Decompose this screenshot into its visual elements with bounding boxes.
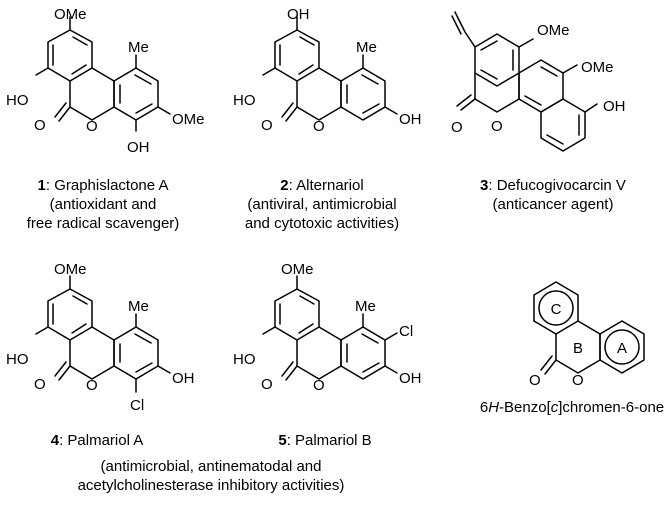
compound-1-atom-ome-top: OMe xyxy=(54,6,87,23)
compound-2-atom-oh-right: OH xyxy=(399,111,422,128)
scaffold-atom-ring-o: O xyxy=(572,372,584,389)
compound-3-atom-ome-1: OMe xyxy=(537,22,570,39)
compound-2-atom-ring-o: O xyxy=(313,118,325,135)
compound-4-atom-me: Me xyxy=(128,298,149,315)
compound-2-desc-line-1: (antiviral, antimicrobial xyxy=(247,196,396,213)
compound-1-atom-ho: HO xyxy=(6,92,29,109)
compound-5-atom-oh: OH xyxy=(399,370,422,387)
compound-2-atom-me: Me xyxy=(356,39,377,56)
compound-2-atom-ho: HO xyxy=(233,92,256,109)
compound-1-desc-line-2: free radical scavenger) xyxy=(27,215,180,232)
compound-4-atom-ring-o: O xyxy=(86,377,98,394)
scaffold-structure xyxy=(533,281,645,375)
scaffold-name: 6H-Benzo[c]chromen-6-one xyxy=(480,399,664,416)
compound-4-structure xyxy=(35,275,171,393)
compound-3-caption: 3: Defucogivocarcin V xyxy=(480,177,626,194)
compound-3-atom-ring-o: O xyxy=(491,118,503,135)
compound-2-atom-oh-top: OH xyxy=(287,6,310,23)
compound-1-caption: 1: Graphislactone A xyxy=(38,177,169,194)
compound-1-atom-ring-o: O xyxy=(86,118,98,135)
compound-3-atom-carbonyl-o: O xyxy=(451,119,463,136)
compound-2-structure xyxy=(262,16,398,122)
compound-4-atom-ome-top: OMe xyxy=(54,261,87,278)
compound-5-atom-ome-top: OMe xyxy=(281,261,314,278)
compound-5-atom-cl: Cl xyxy=(399,323,413,340)
compound-1-desc-line-1: (antioxidant and xyxy=(50,196,157,213)
compound-1-atom-oh: OH xyxy=(127,139,150,156)
scaffold-atom-carbonyl-o: O xyxy=(529,372,541,389)
compound-5-atom-ring-o: O xyxy=(313,377,325,394)
shared-desc-line-1: (antimicrobial, antinematodal and xyxy=(101,458,322,475)
compound-3-atom-oh: OH xyxy=(603,98,626,115)
compound-5-atom-ho: HO xyxy=(233,351,256,368)
compound-5-atom-carbonyl-o: O xyxy=(261,376,273,393)
scaffold-ring-a-label: A xyxy=(617,340,627,357)
compound-4-atom-carbonyl-o: O xyxy=(34,376,46,393)
shared-desc-line-2: acetylcholinesterase inhibitory activiti… xyxy=(78,477,345,494)
compound-2-atom-carbonyl-o: O xyxy=(261,117,273,134)
compound-4-caption: 4: Palmariol A xyxy=(51,432,144,449)
compound-1-atom-me: Me xyxy=(128,39,149,56)
compound-2-caption: 2: Alternariol xyxy=(280,177,363,194)
compound-5-structure xyxy=(262,275,398,381)
compound-1-structure xyxy=(35,16,171,132)
scaffold-ring-c-label: C xyxy=(551,301,562,318)
compound-1-atom-ome-right: OMe xyxy=(172,111,205,128)
compound-5-atom-me: Me xyxy=(355,298,376,315)
compound-4-atom-ho: HO xyxy=(6,351,29,368)
compound-3-desc-line-1: (anticancer agent) xyxy=(493,196,614,213)
compound-1-atom-carbonyl-o: O xyxy=(34,117,46,134)
compound-4-atom-oh: OH xyxy=(172,370,195,387)
compound-3-atom-ome-2: OMe xyxy=(581,59,614,76)
compound-3-structure xyxy=(451,11,598,152)
compound-5-caption: 5: Palmariol B xyxy=(278,432,371,449)
compound-2-desc-line-2: and cytotoxic activities) xyxy=(245,215,399,232)
scaffold-ring-b-label: B xyxy=(573,340,583,357)
compound-4-atom-cl: Cl xyxy=(130,397,144,414)
